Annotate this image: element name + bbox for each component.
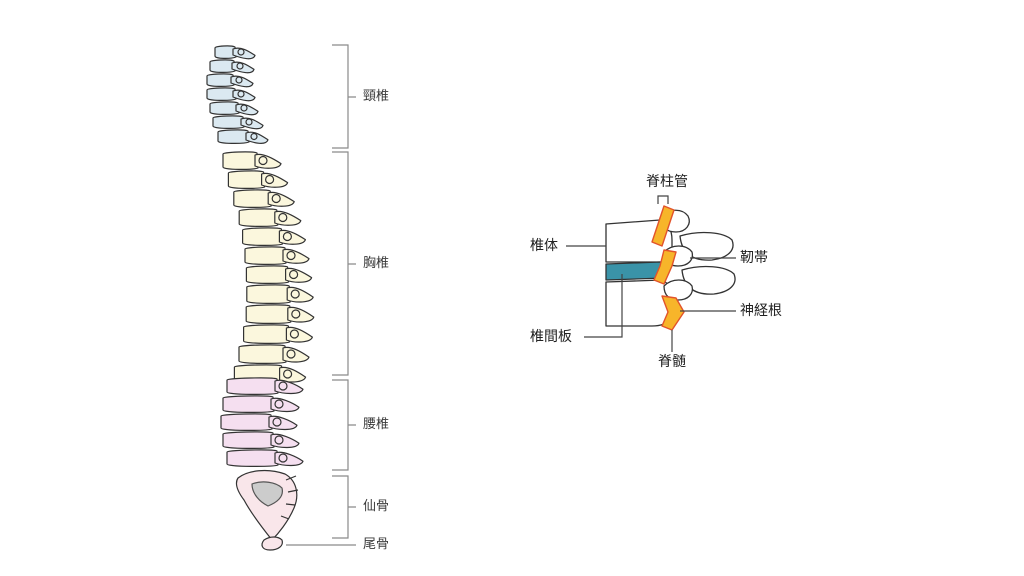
sacrum-shape [235, 469, 299, 541]
vertebra-cervical-0 [214, 45, 237, 59]
facet-lumbar-20 [274, 399, 284, 409]
nerve-root-upper [653, 249, 677, 285]
facet-thoracic-8 [265, 174, 275, 185]
vertebra-lumbar-20 [222, 395, 275, 413]
vertebra-cervical-2 [206, 73, 235, 87]
facet-thoracic-15 [291, 309, 301, 319]
facet-thoracic-18 [283, 369, 293, 379]
vertebra-cervical-4 [209, 101, 240, 115]
vertebra-cervical-6 [217, 129, 250, 144]
vertebra-thoracic-7 [222, 151, 259, 170]
vertebra-thoracic-13 [245, 265, 290, 284]
label-lumbar: 腰椎 [363, 417, 390, 432]
label-ligament: 靭帯 [740, 250, 768, 266]
facet-thoracic-9 [271, 193, 281, 204]
vertebra-thoracic-11 [242, 227, 283, 246]
facet-thoracic-11 [282, 231, 292, 242]
facet-thoracic-16 [289, 329, 299, 339]
vertebra-lumbar-22 [222, 431, 275, 449]
coccyx-shape [261, 536, 283, 551]
label-intervertebral-disc: 椎間板 [530, 329, 572, 345]
vertebra-lumbar-21 [220, 413, 273, 431]
label-spinal-cord: 脊髄 [658, 354, 686, 370]
leader-lines [566, 195, 736, 352]
vertebra-thoracic-8 [227, 170, 266, 189]
vertebra-cervical-3 [206, 87, 237, 101]
vertebra-detail [605, 205, 736, 331]
facet-thoracic-7 [258, 155, 268, 166]
label-vertebral-body: 椎体 [530, 238, 558, 254]
facet-thoracic-12 [286, 250, 296, 261]
facet-thoracic-10 [278, 212, 288, 223]
facet-cervical-5 [245, 118, 253, 126]
facet-cervical-3 [237, 90, 245, 98]
facet-cervical-4 [240, 104, 248, 112]
vertebral-body-lower [605, 279, 674, 327]
vertebra-thoracic-15 [245, 304, 292, 324]
vertebra-thoracic-9 [233, 189, 272, 208]
spinal-cord-upper [651, 205, 675, 247]
label-sacrum: 仙骨 [363, 499, 390, 514]
facet-cervical-2 [235, 76, 243, 84]
label-thoracic: 胸椎 [363, 256, 390, 271]
region-brackets [286, 44, 356, 546]
vertebra-thoracic-16 [243, 324, 290, 344]
label-spinal-canal: 脊柱管 [646, 174, 688, 190]
vertebra-thoracic-14 [246, 284, 291, 304]
label-coccyx: 尾骨 [363, 537, 390, 552]
facet-lumbar-19 [278, 381, 288, 391]
label-cervical: 頸椎 [363, 89, 390, 104]
facet-cervical-6 [250, 132, 258, 141]
facet-thoracic-14 [290, 289, 300, 299]
vertebra-thoracic-12 [244, 246, 287, 265]
facet-lumbar-22 [274, 435, 284, 445]
facet-lumbar-21 [272, 417, 282, 427]
vertebra-thoracic-17 [238, 344, 287, 364]
spine-column [206, 45, 315, 467]
facet-cervical-0 [237, 48, 245, 56]
vertebra-cervical-1 [209, 59, 236, 73]
vertebra-lumbar-19 [226, 377, 279, 395]
vertebra-thoracic-10 [238, 208, 279, 227]
vertebra-cervical-5 [212, 115, 245, 129]
facet-cervical-1 [236, 62, 244, 70]
facet-thoracic-13 [289, 269, 299, 280]
label-nerve-root: 神経根 [740, 303, 782, 319]
vertebra-lumbar-23 [226, 449, 279, 467]
facet-lumbar-23 [278, 453, 288, 463]
facet-thoracic-17 [286, 349, 296, 359]
